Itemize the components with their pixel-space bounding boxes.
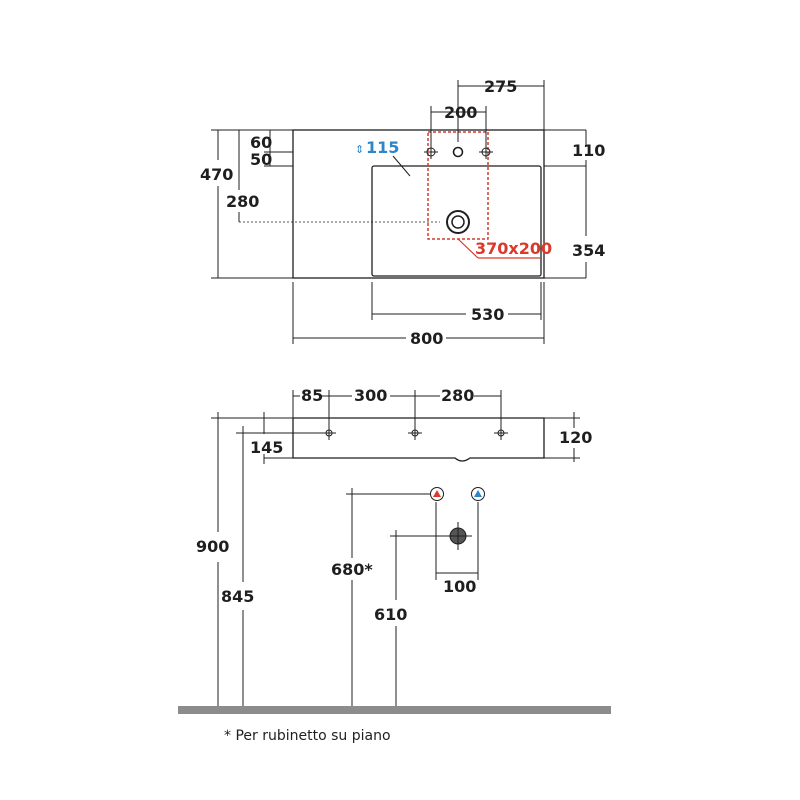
footnote: * Per rubinetto su piano (224, 728, 391, 744)
dim-85: 85 (301, 386, 323, 405)
dim-280-plan: 280 (226, 192, 259, 211)
dim-110: 110 (572, 141, 605, 160)
dim-530: 530 (471, 305, 504, 324)
plan-dimensions (211, 80, 587, 344)
dim-50: 50 (250, 150, 272, 169)
bowl-outline (371, 165, 542, 277)
plan-view (239, 129, 586, 279)
dim-845: 845 (221, 587, 254, 606)
front-view (292, 417, 545, 462)
tap-holes-plan (424, 145, 493, 159)
drain-outlet-icon (444, 522, 472, 550)
front-dimensions (211, 390, 580, 706)
dim-120: 120 (559, 428, 592, 447)
right-tap-hole (479, 145, 493, 159)
dim-100: 100 (443, 577, 476, 596)
bowl-depth-leader (392, 155, 411, 177)
dim-200: 200 (444, 103, 477, 122)
left-tap-hole (424, 145, 438, 159)
bowl-depth-label: ⇕ 115 (355, 138, 399, 157)
dim-115: 115 (366, 138, 399, 157)
dim-370x200: 370x200 (475, 239, 552, 258)
dim-145: 145 (250, 438, 283, 457)
basin-front-profile (292, 417, 545, 462)
up-down-arrow-icon: ⇕ (355, 143, 364, 156)
cold-water-icon (471, 487, 485, 501)
basin-outline (292, 129, 545, 279)
dim-900: 900 (196, 537, 229, 556)
drain-plan (446, 210, 470, 234)
hot-water-icon (430, 487, 444, 501)
dim-470: 470 (200, 165, 233, 184)
dim-680: 680* (331, 560, 373, 579)
dim-275: 275 (484, 77, 517, 96)
dim-60: 60 (250, 133, 272, 152)
center-tap-hole (452, 146, 464, 158)
dim-280-front: 280 (441, 386, 474, 405)
tap-zone-leader (457, 238, 479, 259)
dim-300: 300 (354, 386, 387, 405)
floor-line (178, 706, 611, 714)
dim-800: 800 (410, 329, 443, 348)
dim-610: 610 (374, 605, 407, 624)
dim-354: 354 (572, 241, 605, 260)
